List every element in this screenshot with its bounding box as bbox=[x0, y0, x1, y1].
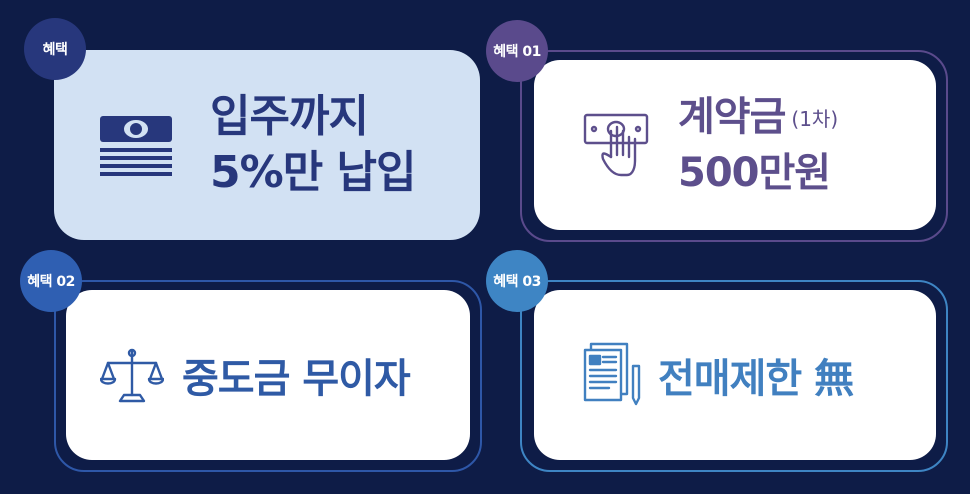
benefit-title-line1: 입주까지 bbox=[210, 91, 369, 142]
benefit-title-line2: 5%만 납입 bbox=[210, 147, 416, 198]
benefit-badge: 혜택 bbox=[24, 18, 86, 80]
benefit-card-interest-free: 중도금 무이자 bbox=[66, 290, 470, 460]
benefit-badge: 혜택 03 bbox=[486, 250, 548, 312]
benefit-card-move-in: 입주까지 5%만 납입 bbox=[54, 50, 480, 240]
hand-cash-icon bbox=[576, 109, 656, 181]
benefit-card-resale: 전매제한 無 bbox=[534, 290, 936, 460]
benefit-title: 전매제한 無 bbox=[658, 356, 854, 402]
benefit-title: 입주까지 5%만 납입 bbox=[210, 89, 416, 201]
benefit-title: 계약금(1차) 500만원 bbox=[678, 90, 838, 200]
balance-scale-icon bbox=[98, 345, 166, 405]
benefit-title-line2: 500만원 bbox=[678, 150, 831, 196]
benefit-title-line1: 계약금 bbox=[678, 94, 786, 140]
benefit-title-note: (1차) bbox=[791, 107, 839, 131]
benefit-badge: 혜택 01 bbox=[486, 20, 548, 82]
benefit-frame bbox=[520, 50, 948, 242]
benefit-card-deposit: 계약금(1차) 500만원 bbox=[534, 60, 936, 230]
benefit-badge: 혜택 02 bbox=[20, 250, 82, 312]
benefit-frame bbox=[54, 280, 482, 472]
cash-stack-icon bbox=[90, 110, 182, 180]
document-pen-icon bbox=[578, 340, 648, 410]
benefit-title: 중도금 무이자 bbox=[182, 356, 411, 402]
benefit-frame bbox=[520, 280, 948, 472]
